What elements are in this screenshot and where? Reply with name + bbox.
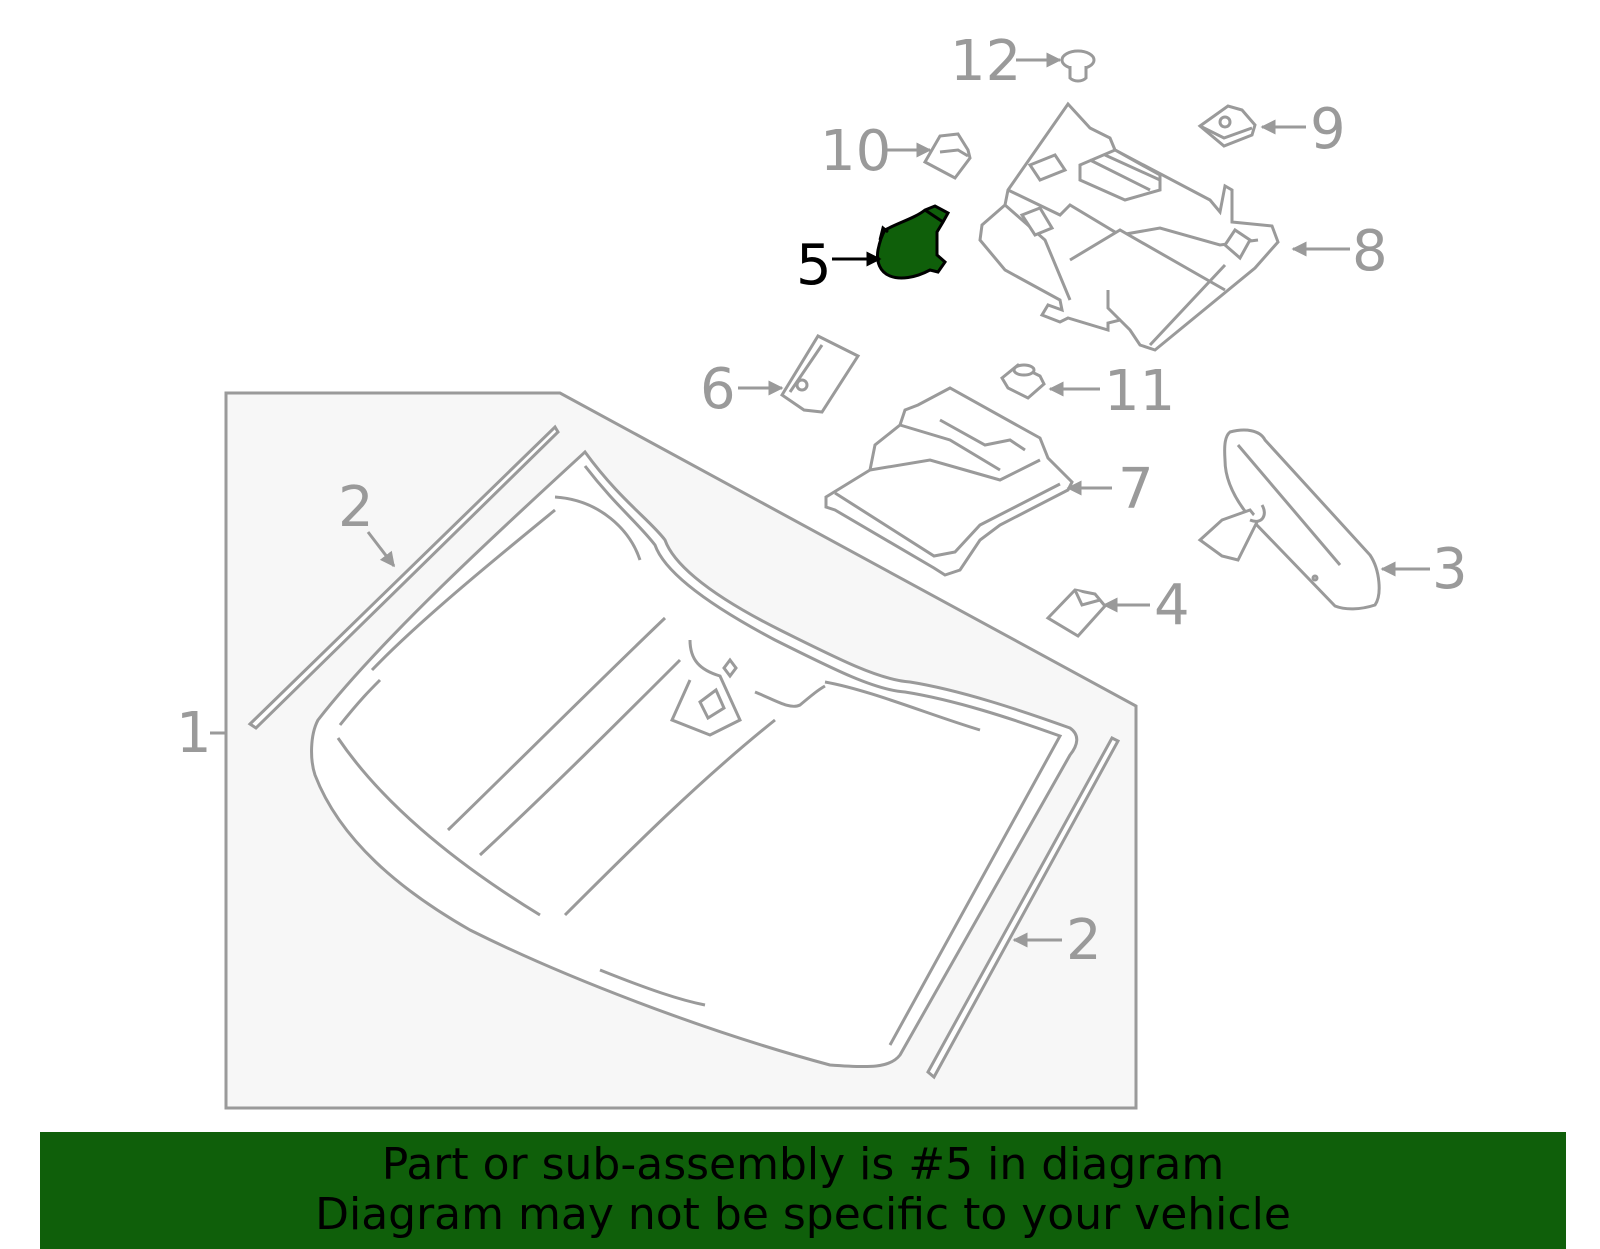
- banner-line-disclaimer: Diagram may not be specific to your vehi…: [315, 1189, 1291, 1240]
- callout-11: 11: [1104, 359, 1175, 424]
- cover-part-4: [1045, 588, 1107, 638]
- callout-12: 12: [950, 29, 1021, 94]
- module-part-7: [824, 386, 1074, 577]
- callout-4: 4: [1154, 573, 1190, 638]
- banner-line-part: Part or sub-assembly is #5 in diagram: [381, 1139, 1225, 1190]
- clip-part-9: [1197, 104, 1257, 148]
- molding-right: [926, 736, 1121, 1080]
- overhead-console-part-8: [978, 101, 1280, 352]
- callout-6: 6: [700, 357, 736, 422]
- fastener-part-11: [1000, 363, 1046, 400]
- callout-8: 8: [1352, 219, 1388, 284]
- callout-9: 9: [1310, 97, 1346, 162]
- callout-1: 1: [176, 701, 212, 766]
- callout-10: 10: [820, 119, 891, 184]
- sensor-part-5-highlighted: [876, 204, 951, 280]
- callout-2-left: 2: [338, 475, 374, 540]
- molding-left: [247, 424, 560, 730]
- pushpin-part-12: [1060, 49, 1096, 83]
- windshield-glass: [310, 449, 1079, 1069]
- clip-part-10: [922, 132, 972, 180]
- callout-2-right: 2: [1066, 908, 1102, 973]
- bracket-part-6: [779, 334, 861, 414]
- rearview-mirror: [1197, 428, 1381, 611]
- leader-lines: [210, 52, 1430, 948]
- callout-3: 3: [1432, 537, 1468, 602]
- callout-7: 7: [1118, 457, 1154, 522]
- callout-5: 5: [796, 233, 832, 298]
- info-banner: Part or sub-assembly is #5 in diagram Di…: [40, 1132, 1566, 1249]
